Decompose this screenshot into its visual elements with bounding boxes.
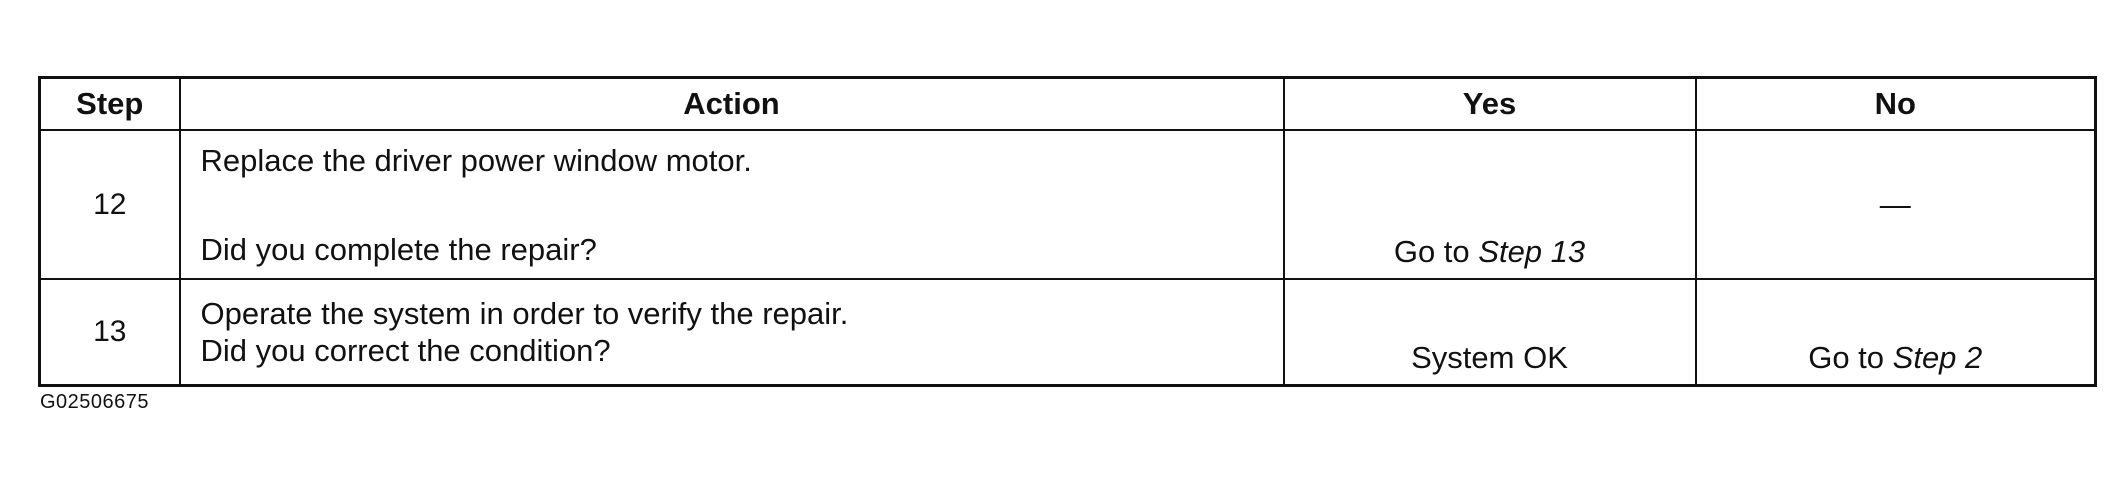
action-cell: Replace the driver power window motor. D… bbox=[178, 129, 1285, 280]
no-step-link[interactable]: Step 2 bbox=[1892, 340, 1983, 375]
step-number: 12 bbox=[38, 129, 181, 280]
header-yes: Yes bbox=[1282, 76, 1697, 131]
no-cell: Go to Step 2 bbox=[1694, 278, 2097, 387]
step-number: 13 bbox=[38, 278, 181, 387]
table-row: 13 Operate the system in order to verify… bbox=[38, 278, 2097, 387]
action-instruction: Operate the system in order to verify th… bbox=[200, 296, 849, 331]
figure-id: G02506675 bbox=[40, 391, 150, 413]
header-action: Action bbox=[178, 76, 1285, 131]
header-no: No bbox=[1694, 76, 2097, 131]
action-instruction: Replace the driver power window motor. bbox=[200, 142, 752, 178]
yes-step-link[interactable]: Step 13 bbox=[1478, 234, 1586, 269]
header-step: Step bbox=[38, 76, 181, 131]
yes-cell: System OK bbox=[1282, 278, 1697, 387]
action-question: Did you complete the repair? bbox=[200, 231, 597, 267]
table-row: 12 Replace the driver power window motor… bbox=[38, 129, 2097, 280]
action-cell: Operate the system in order to verify th… bbox=[178, 278, 1285, 387]
no-prefix: Go to bbox=[1808, 340, 1893, 375]
yes-cell: Go to Step 13 bbox=[1282, 129, 1697, 280]
yes-prefix: Go to bbox=[1393, 234, 1479, 269]
no-cell: — bbox=[1694, 129, 2097, 280]
diagnostic-table: Step Action Yes No 12 Replace the driver… bbox=[38, 76, 2097, 387]
table-header-row: Step Action Yes No bbox=[38, 76, 2097, 131]
action-question: Did you correct the condition? bbox=[200, 333, 611, 368]
